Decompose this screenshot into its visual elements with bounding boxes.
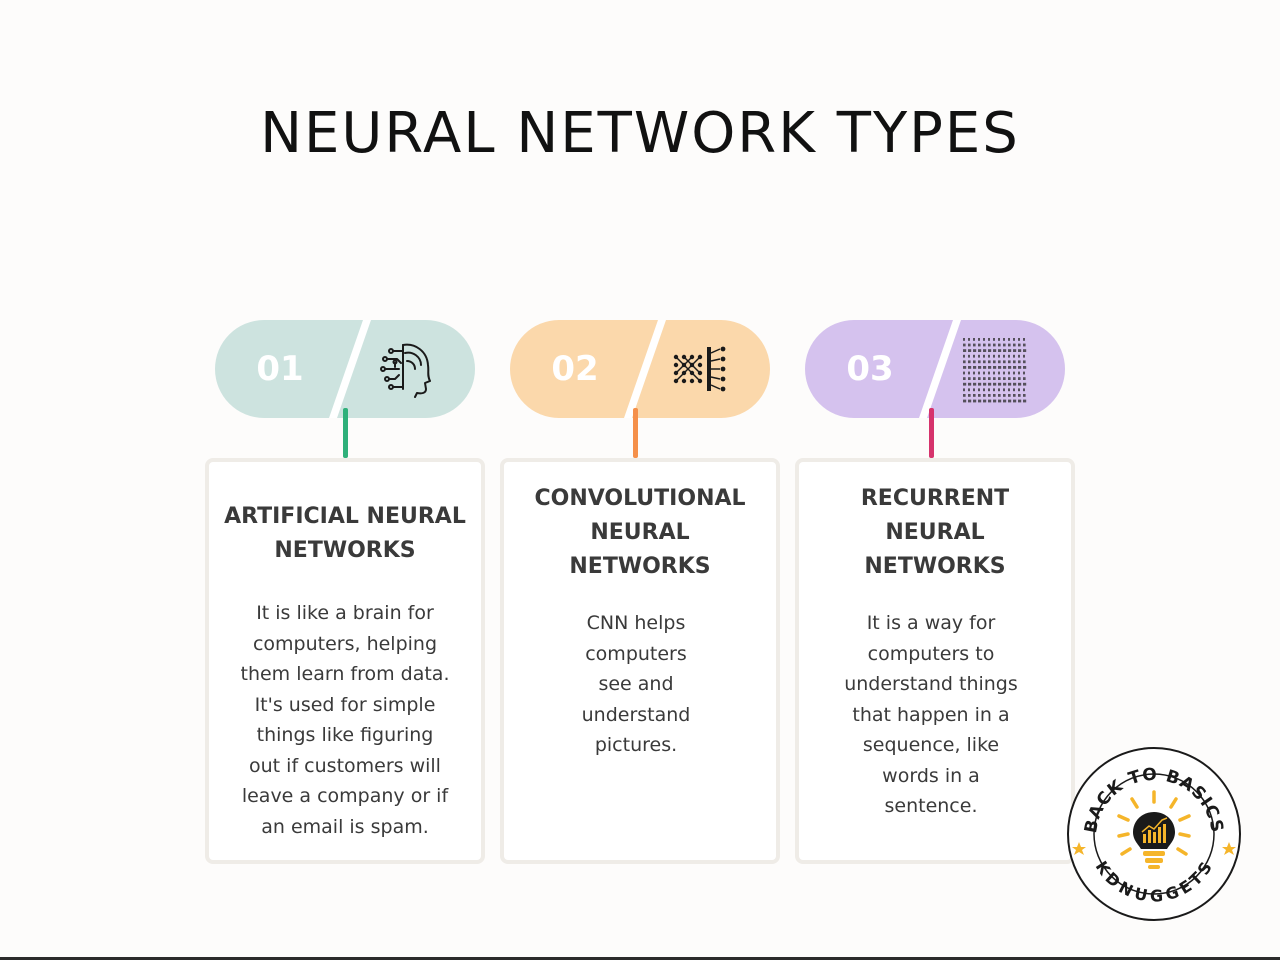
pill-number: 03 (846, 349, 894, 389)
desc-line: understand (581, 703, 691, 726)
desc-line: understand things (844, 673, 1018, 695)
title-line: RECURRENT (860, 486, 1010, 511)
desc-line: It is like a brain for (256, 602, 434, 624)
desc-line: words in a (882, 764, 980, 787)
desc-line: It is a way for (866, 612, 996, 634)
desc-line: that happen in a (852, 703, 1010, 726)
card-rnn: RECURRENT NEURAL NETWORKS It is a way fo… (795, 458, 1075, 864)
card-title: ARTIFICIAL NEURAL NETWORKS (215, 500, 475, 568)
desc-line: It's used for simple (254, 693, 436, 716)
star-icon (1222, 842, 1236, 855)
card-ann: ARTIFICIAL NEURAL NETWORKS It is like a … (205, 458, 485, 864)
desc-line: pictures. (594, 734, 678, 756)
pill-number: 02 (551, 349, 599, 389)
pill-divider (329, 320, 371, 418)
convolution-network-icon (670, 339, 730, 399)
title-line: CONVOLUTIONAL (534, 486, 746, 511)
title-line: ARTIFICIAL NEURAL (224, 504, 466, 529)
desc-line: sequence, like (862, 734, 1000, 756)
desc-line: out if customers will (249, 754, 441, 777)
pill-ann: 01 (215, 320, 475, 418)
pill-rnn: 03 (805, 320, 1065, 418)
star-icon (1072, 842, 1086, 855)
title-line: NEURAL (590, 520, 690, 545)
pill-divider (624, 320, 666, 418)
desc-line: computers (585, 642, 687, 665)
desc-line: computers to (867, 642, 995, 665)
connector-line (633, 408, 638, 458)
desc-line: see and (598, 673, 674, 695)
card-description: It is like a brain for computers, helpin… (223, 598, 467, 842)
card-title: RECURRENT NEURAL NETWORKS (805, 482, 1065, 584)
word-sequence-grid-icon (959, 334, 1031, 406)
connector-line (929, 408, 934, 458)
desc-line: an email is spam. (261, 815, 429, 838)
title-line: NEURAL (885, 520, 985, 545)
card-cnn: CONVOLUTIONAL NEURAL NETWORKS CNN helps … (500, 458, 780, 864)
card-description: CNN helps computers see and understand p… (514, 608, 758, 761)
network-type-rnn: 03 RECURRENT NEURAL NETWORKS It is a way… (795, 320, 1075, 865)
network-type-ann: 01 ARTIFICIA (205, 320, 485, 865)
ai-brain-head-icon (375, 339, 435, 399)
connector-line (343, 408, 348, 458)
pill-divider (919, 320, 961, 418)
bottom-rule (0, 957, 1280, 960)
pill-cnn: 02 (510, 320, 770, 418)
desc-line: computers, helping (252, 632, 438, 655)
desc-line: sentence. (884, 795, 978, 817)
page-title: NEURAL NETWORK TYPES (260, 101, 1020, 166)
network-type-cnn: 02 (500, 320, 780, 865)
title-line: NETWORKS (864, 554, 1006, 579)
card-description: It is a way for computers to understand … (809, 608, 1053, 822)
desc-line: leave a company or if (241, 785, 449, 807)
title-line: NETWORKS (569, 554, 711, 579)
card-title: CONVOLUTIONAL NEURAL NETWORKS (510, 482, 770, 584)
desc-line: CNN helps (586, 612, 686, 634)
back-to-basics-badge: BACK TO BASICS KDNUGGETS (1066, 746, 1242, 922)
desc-line: things like figuring (256, 724, 434, 746)
desc-line: them learn from data. (240, 663, 450, 685)
title-line: NETWORKS (274, 538, 416, 563)
pill-number: 01 (256, 349, 304, 389)
lightbulb-chart-icon (1117, 790, 1191, 856)
